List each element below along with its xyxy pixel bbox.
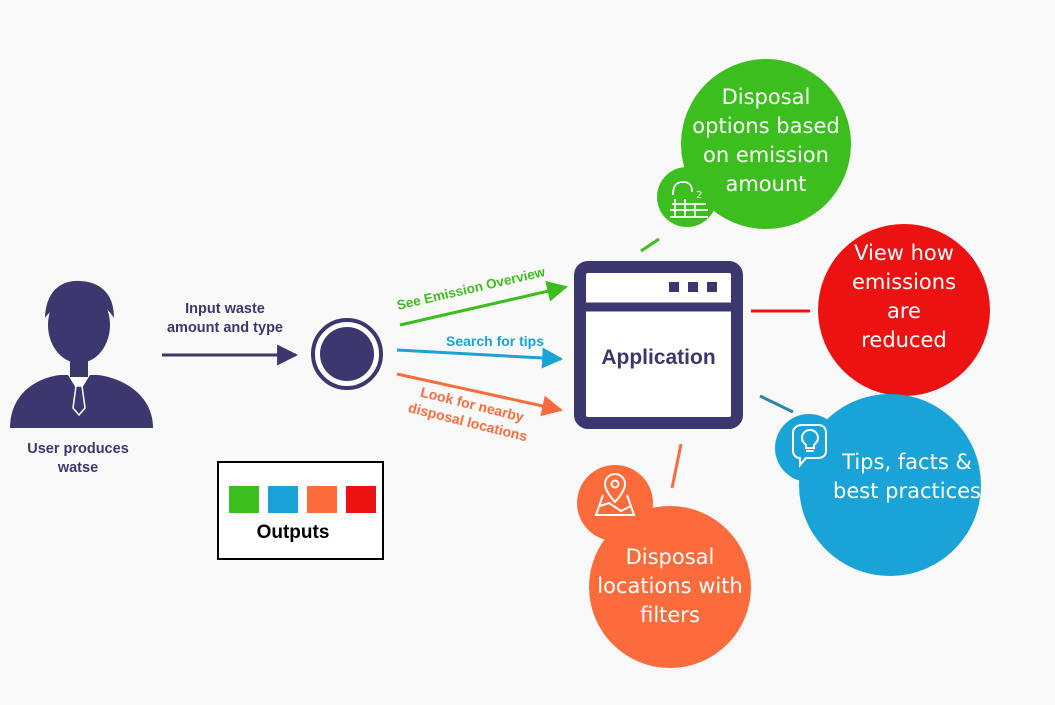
view-reduced-line3: are xyxy=(887,299,921,323)
tips-flow-label: Search for tips xyxy=(445,333,545,349)
locations-line1: Disposal xyxy=(625,545,715,569)
disposal-options-line1: Disposal xyxy=(721,85,811,109)
legend-swatch-blue xyxy=(268,486,298,513)
disposal-options-line4: amount xyxy=(725,172,807,196)
locations-line2: locations with xyxy=(597,574,743,598)
disposal-options-bubble xyxy=(657,59,851,229)
outputs-legend: Outputs xyxy=(217,461,384,560)
connector-green xyxy=(640,237,660,253)
user-label: User produces watse xyxy=(8,440,148,478)
view-reduced-line1: View how xyxy=(854,241,954,265)
application-window xyxy=(574,261,743,429)
input-label: Input waste amount and type xyxy=(145,300,305,338)
emission-flow-arrow xyxy=(399,280,569,327)
legend-swatch-red xyxy=(346,486,376,513)
map-pin-icon xyxy=(594,472,636,516)
connector-blue xyxy=(759,394,794,414)
disposal-options-text: Disposal options based on emission amoun… xyxy=(680,83,852,199)
connector-orange xyxy=(670,443,683,489)
view-reduced-bubble xyxy=(818,224,990,396)
svg-text:2: 2 xyxy=(696,190,702,201)
locations-line3: filters xyxy=(640,603,700,627)
legend-swatch-orange xyxy=(307,486,337,513)
process-node xyxy=(311,318,383,390)
tips-facts-line2: best practices xyxy=(833,479,981,503)
tips-flow-arrow xyxy=(396,347,564,369)
application-label: Application xyxy=(601,346,716,369)
user-businessman-icon xyxy=(10,280,153,428)
co2-emission-icon: 2 xyxy=(670,181,708,218)
nearby-flow-arrow xyxy=(396,372,564,417)
legend-swatch-green xyxy=(229,486,259,513)
legend-title: Outputs xyxy=(256,522,330,543)
tips-facts-line1: Tips, facts & xyxy=(842,450,972,474)
view-reduced-text: View how emissions are reduced xyxy=(828,239,980,355)
input-label-line2: amount and type xyxy=(166,319,283,336)
disposal-options-line2: options based xyxy=(692,114,840,138)
user-label-line2: watse xyxy=(57,459,99,476)
input-label-line1: Input waste xyxy=(185,301,265,317)
view-reduced-line4: reduced xyxy=(861,328,947,352)
lightbulb-icon xyxy=(792,424,827,468)
view-reduced-line2: emissions xyxy=(851,270,957,294)
tips-facts-text: Tips, facts & best practices xyxy=(818,448,996,506)
disposal-options-line3: on emission xyxy=(703,143,829,167)
locations-text: Disposal locations with filters xyxy=(590,543,750,630)
user-label-line1: User produces xyxy=(27,441,129,457)
